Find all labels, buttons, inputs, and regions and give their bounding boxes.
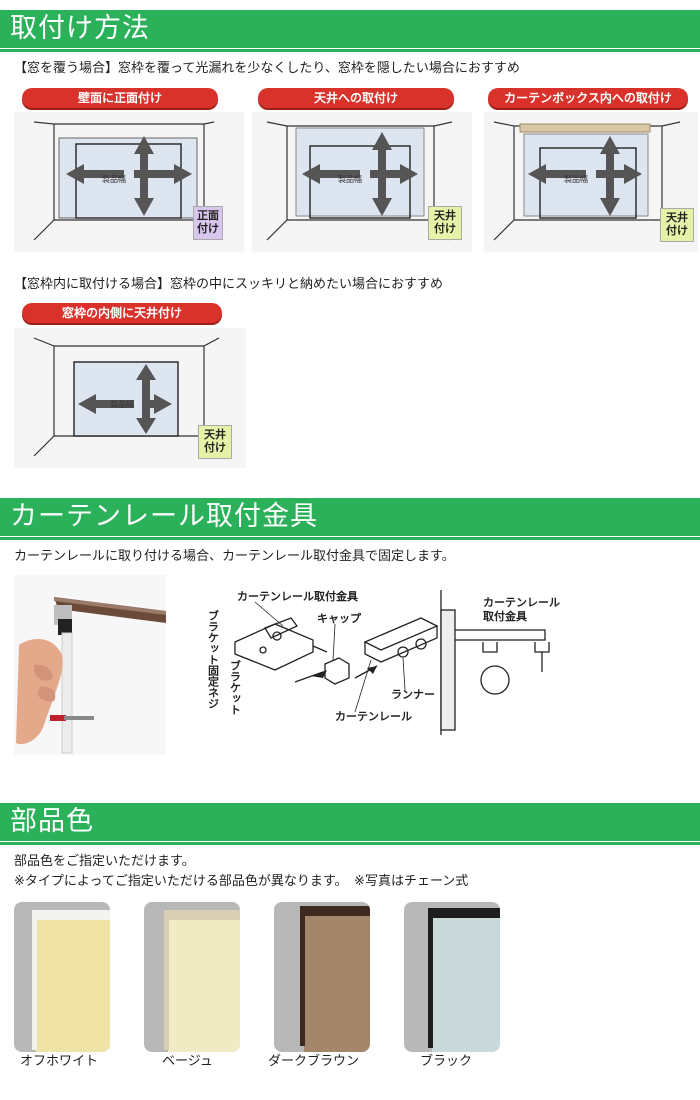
section-header-mounting: 取付け方法 bbox=[0, 10, 700, 52]
diagram-header-ceiling: 天井への取付け bbox=[258, 88, 454, 108]
swatch-label-off-white: オフホワイト bbox=[20, 1054, 99, 1069]
rail-fitting-diagram: カーテンレール取付金具 キャップ ランナー カーテンレール カーテンレール 取付… bbox=[207, 589, 560, 735]
label-curtain-rail: カーテンレール bbox=[335, 710, 412, 723]
swatch-off-white bbox=[14, 902, 110, 1052]
arrow-label: 製品幅 bbox=[338, 174, 362, 184]
swatch-label-beige: ベージュ bbox=[162, 1054, 213, 1069]
label-bracket-fitting: カーテンレール取付金具 bbox=[237, 589, 358, 603]
diagram-ceiling: 製品幅 bbox=[252, 112, 472, 252]
swatch-dark-brown bbox=[274, 902, 370, 1052]
rail-fitting-note: カーテンレールに取り付ける場合、カーテンレール取付金具で固定します。 bbox=[14, 549, 455, 564]
section-header-part-colors: 部品色 bbox=[0, 803, 700, 845]
label-runner: ランナー bbox=[391, 688, 435, 701]
rail-fitting-photo bbox=[14, 575, 166, 755]
arrow-label: 製品幅 bbox=[102, 174, 126, 184]
label-bracket-screw: ブラケット固定ネジ bbox=[207, 609, 220, 709]
part-color-note-1: 部品色をご指定いただけます。 bbox=[14, 854, 195, 869]
diagram-header-wall-front: 壁面に正面付け bbox=[22, 88, 218, 108]
arrow-label: 製品幅 bbox=[110, 399, 134, 409]
label-bracket: ブラケット bbox=[229, 659, 242, 715]
label-cap: キャップ bbox=[317, 611, 362, 625]
diagram-header-curtain-box: カーテンボックス内への取付け bbox=[488, 88, 688, 108]
inside-frame-note: 【窓枠内に取付ける場合】窓枠の中にスッキリと納めたい場合におすすめ bbox=[14, 277, 444, 292]
diagram-wall-front: 製品幅 bbox=[14, 112, 244, 252]
tag-ceiling-mount-box: 天井付け bbox=[660, 208, 694, 242]
tag-ceiling-mount: 天井付け bbox=[428, 206, 462, 240]
section-header-rail-fitting: カーテンレール取付金具 bbox=[0, 498, 700, 540]
tag-front-mount: 正面付け bbox=[193, 206, 223, 240]
swatch-beige bbox=[144, 902, 240, 1052]
swatch-label-dark-brown: ダークブラウン bbox=[268, 1054, 360, 1069]
tag-inside-ceiling: 天井付け bbox=[198, 425, 232, 459]
label-right-fitting-1: カーテンレール bbox=[483, 596, 560, 609]
part-color-note-2: ※タイプによってご指定いただける部品色が異なります。 ※写真はチェーン式 bbox=[14, 874, 469, 889]
arrow-label: 製品幅 bbox=[564, 174, 588, 184]
diagram-header-inside-ceiling: 窓枠の内側に天井付け bbox=[22, 303, 222, 323]
swatch-label-black: ブラック bbox=[420, 1054, 473, 1069]
cover-window-note: 【窓を覆う場合】窓枠を覆って光漏れを少なくしたり、窓枠を隠したい場合におすすめ bbox=[14, 61, 520, 76]
label-right-fitting-2: 取付金具 bbox=[483, 609, 527, 623]
swatch-black bbox=[404, 902, 500, 1052]
